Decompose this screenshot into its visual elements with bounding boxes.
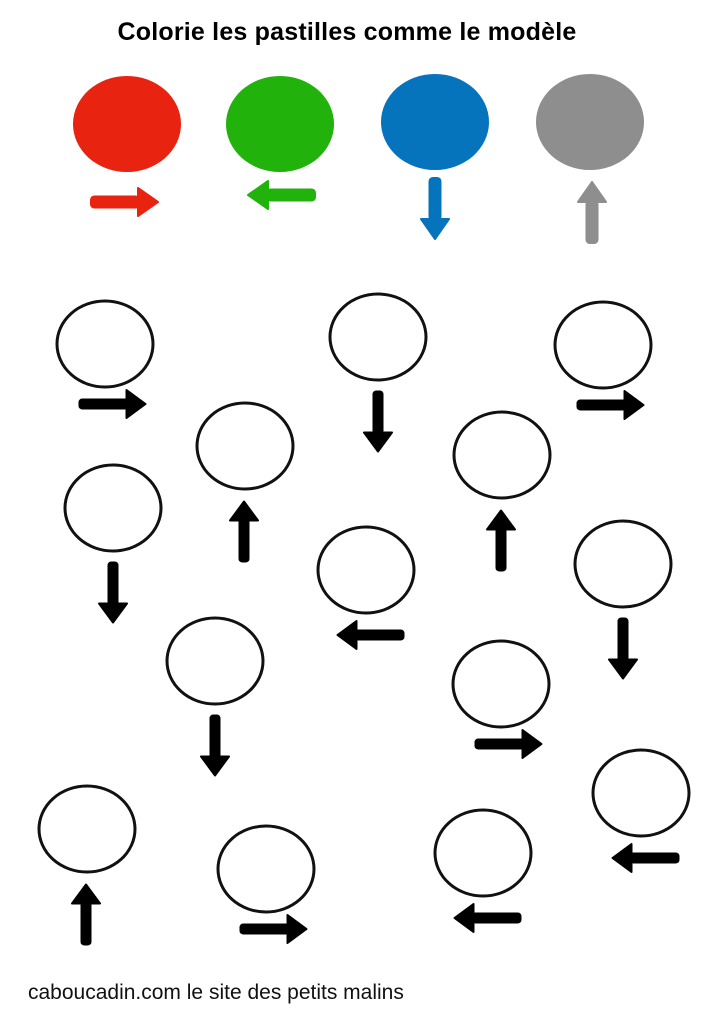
blank-circle[interactable] <box>316 525 416 615</box>
arrow-up-icon <box>229 500 259 563</box>
pastille-13[interactable] <box>216 824 316 944</box>
model-pastille-blue <box>381 74 489 240</box>
blank-circle[interactable] <box>433 808 533 898</box>
arrow-right-icon <box>78 389 147 419</box>
model-circle-green <box>226 76 334 172</box>
arrow-up-icon <box>486 509 516 572</box>
model-pastille-grey <box>536 74 644 244</box>
pastille-11[interactable] <box>591 748 691 873</box>
blank-circle[interactable] <box>553 300 653 390</box>
arrow-right-icon <box>474 729 543 759</box>
page-title: Colorie les pastilles comme le modèle <box>117 18 577 46</box>
arrow-down-icon <box>363 390 393 453</box>
blank-circle[interactable] <box>63 463 163 553</box>
arrow-right-icon <box>239 914 308 944</box>
model-circle-red <box>73 76 181 172</box>
arrow-left-icon <box>453 903 522 933</box>
arrow-down-icon <box>420 177 450 240</box>
pastille-6[interactable] <box>63 463 163 624</box>
pastille-2[interactable] <box>195 401 295 563</box>
site-footer: caboucadin.com le site des petits malins <box>28 981 404 1004</box>
pastilles-to-color <box>37 292 691 946</box>
arrow-down-icon <box>98 561 128 624</box>
color-model-legend <box>73 74 644 244</box>
model-pastille-green <box>226 76 334 210</box>
pastille-14[interactable] <box>433 808 533 933</box>
pastille-8[interactable] <box>573 519 673 680</box>
arrow-right-icon <box>90 187 159 217</box>
blank-circle[interactable] <box>165 616 265 706</box>
blank-circle[interactable] <box>37 784 137 874</box>
blank-circle[interactable] <box>451 639 551 729</box>
pastille-10[interactable] <box>451 639 551 759</box>
arrow-down-icon <box>200 714 230 777</box>
blank-circle[interactable] <box>573 519 673 609</box>
arrow-left-icon <box>611 843 680 873</box>
pastille-4[interactable] <box>452 410 552 572</box>
blank-circle[interactable] <box>195 401 295 491</box>
arrow-right-icon <box>576 390 645 420</box>
blank-circle[interactable] <box>216 824 316 914</box>
blank-circle[interactable] <box>55 299 155 389</box>
model-circle-blue <box>381 74 489 170</box>
model-pastille-red <box>73 76 181 217</box>
blank-circle[interactable] <box>452 410 552 500</box>
model-circle-grey <box>536 74 644 170</box>
arrow-down-icon <box>608 617 638 680</box>
blank-circle[interactable] <box>591 748 691 838</box>
pastille-5[interactable] <box>553 300 653 420</box>
arrow-left-icon <box>336 620 405 650</box>
arrow-left-icon <box>247 180 316 210</box>
pastille-12[interactable] <box>37 784 137 946</box>
pastille-1[interactable] <box>55 299 155 419</box>
blank-circle[interactable] <box>328 292 428 382</box>
pastille-7[interactable] <box>316 525 416 650</box>
pastille-3[interactable] <box>328 292 428 453</box>
arrow-up-icon <box>577 181 607 244</box>
pastille-9[interactable] <box>165 616 265 777</box>
arrow-up-icon <box>71 883 101 946</box>
